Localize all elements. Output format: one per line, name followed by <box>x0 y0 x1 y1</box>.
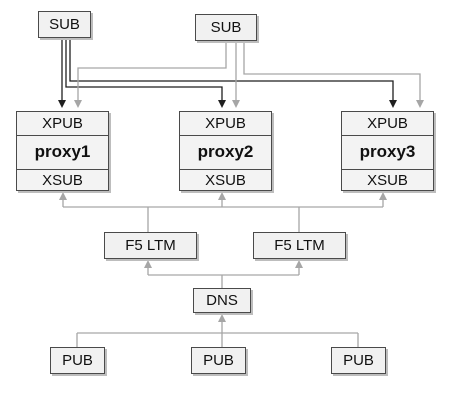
sub-node-1-label: SUB <box>49 16 80 33</box>
pub-node-3: PUB <box>331 347 386 374</box>
proxy-1-xsub-label: XSUB <box>42 171 83 189</box>
pubs-to-dns-links <box>76 314 359 347</box>
proxy-2-xsub-label: XSUB <box>205 171 246 189</box>
proxy-2-xpub-label: XPUB <box>180 112 271 136</box>
sub-node-2: SUB <box>195 14 257 41</box>
pub-node-1-label: PUB <box>62 352 93 369</box>
dns-to-ltm-links <box>144 260 303 288</box>
sub-node-1: SUB <box>38 11 91 38</box>
sub-node-2-label: SUB <box>210 19 242 36</box>
load-balancer-1-label: F5 LTM <box>125 237 176 254</box>
proxy-3-xpub-label: XPUB <box>342 112 433 136</box>
dns-label: DNS <box>206 292 238 309</box>
proxy-1-xpub-label: XPUB <box>17 112 108 136</box>
proxy-node-1: XPUB proxy1 XSUB <box>16 111 109 191</box>
proxy-node-3: XPUB proxy3 XSUB <box>341 111 434 191</box>
pub-node-2: PUB <box>191 347 246 374</box>
pub-node-3-label: PUB <box>343 352 374 369</box>
proxy-3-name: proxy3 <box>342 135 433 170</box>
load-balancer-node-1: F5 LTM <box>104 232 197 259</box>
pub-node-2-label: PUB <box>203 352 234 369</box>
sub2-to-proxies-links <box>74 40 424 108</box>
proxy-3-xsub-label: XSUB <box>367 171 408 189</box>
load-balancer-node-2: F5 LTM <box>253 232 346 259</box>
pub-node-1: PUB <box>50 347 105 374</box>
dns-node: DNS <box>193 288 251 313</box>
ltm-to-proxies-links <box>59 192 387 232</box>
load-balancer-2-label: F5 LTM <box>274 237 325 254</box>
proxy-2-name: proxy2 <box>180 135 271 170</box>
proxy-node-2: XPUB proxy2 XSUB <box>179 111 272 191</box>
proxy-1-name: proxy1 <box>17 135 108 170</box>
sub1-to-proxies-links <box>58 38 397 108</box>
